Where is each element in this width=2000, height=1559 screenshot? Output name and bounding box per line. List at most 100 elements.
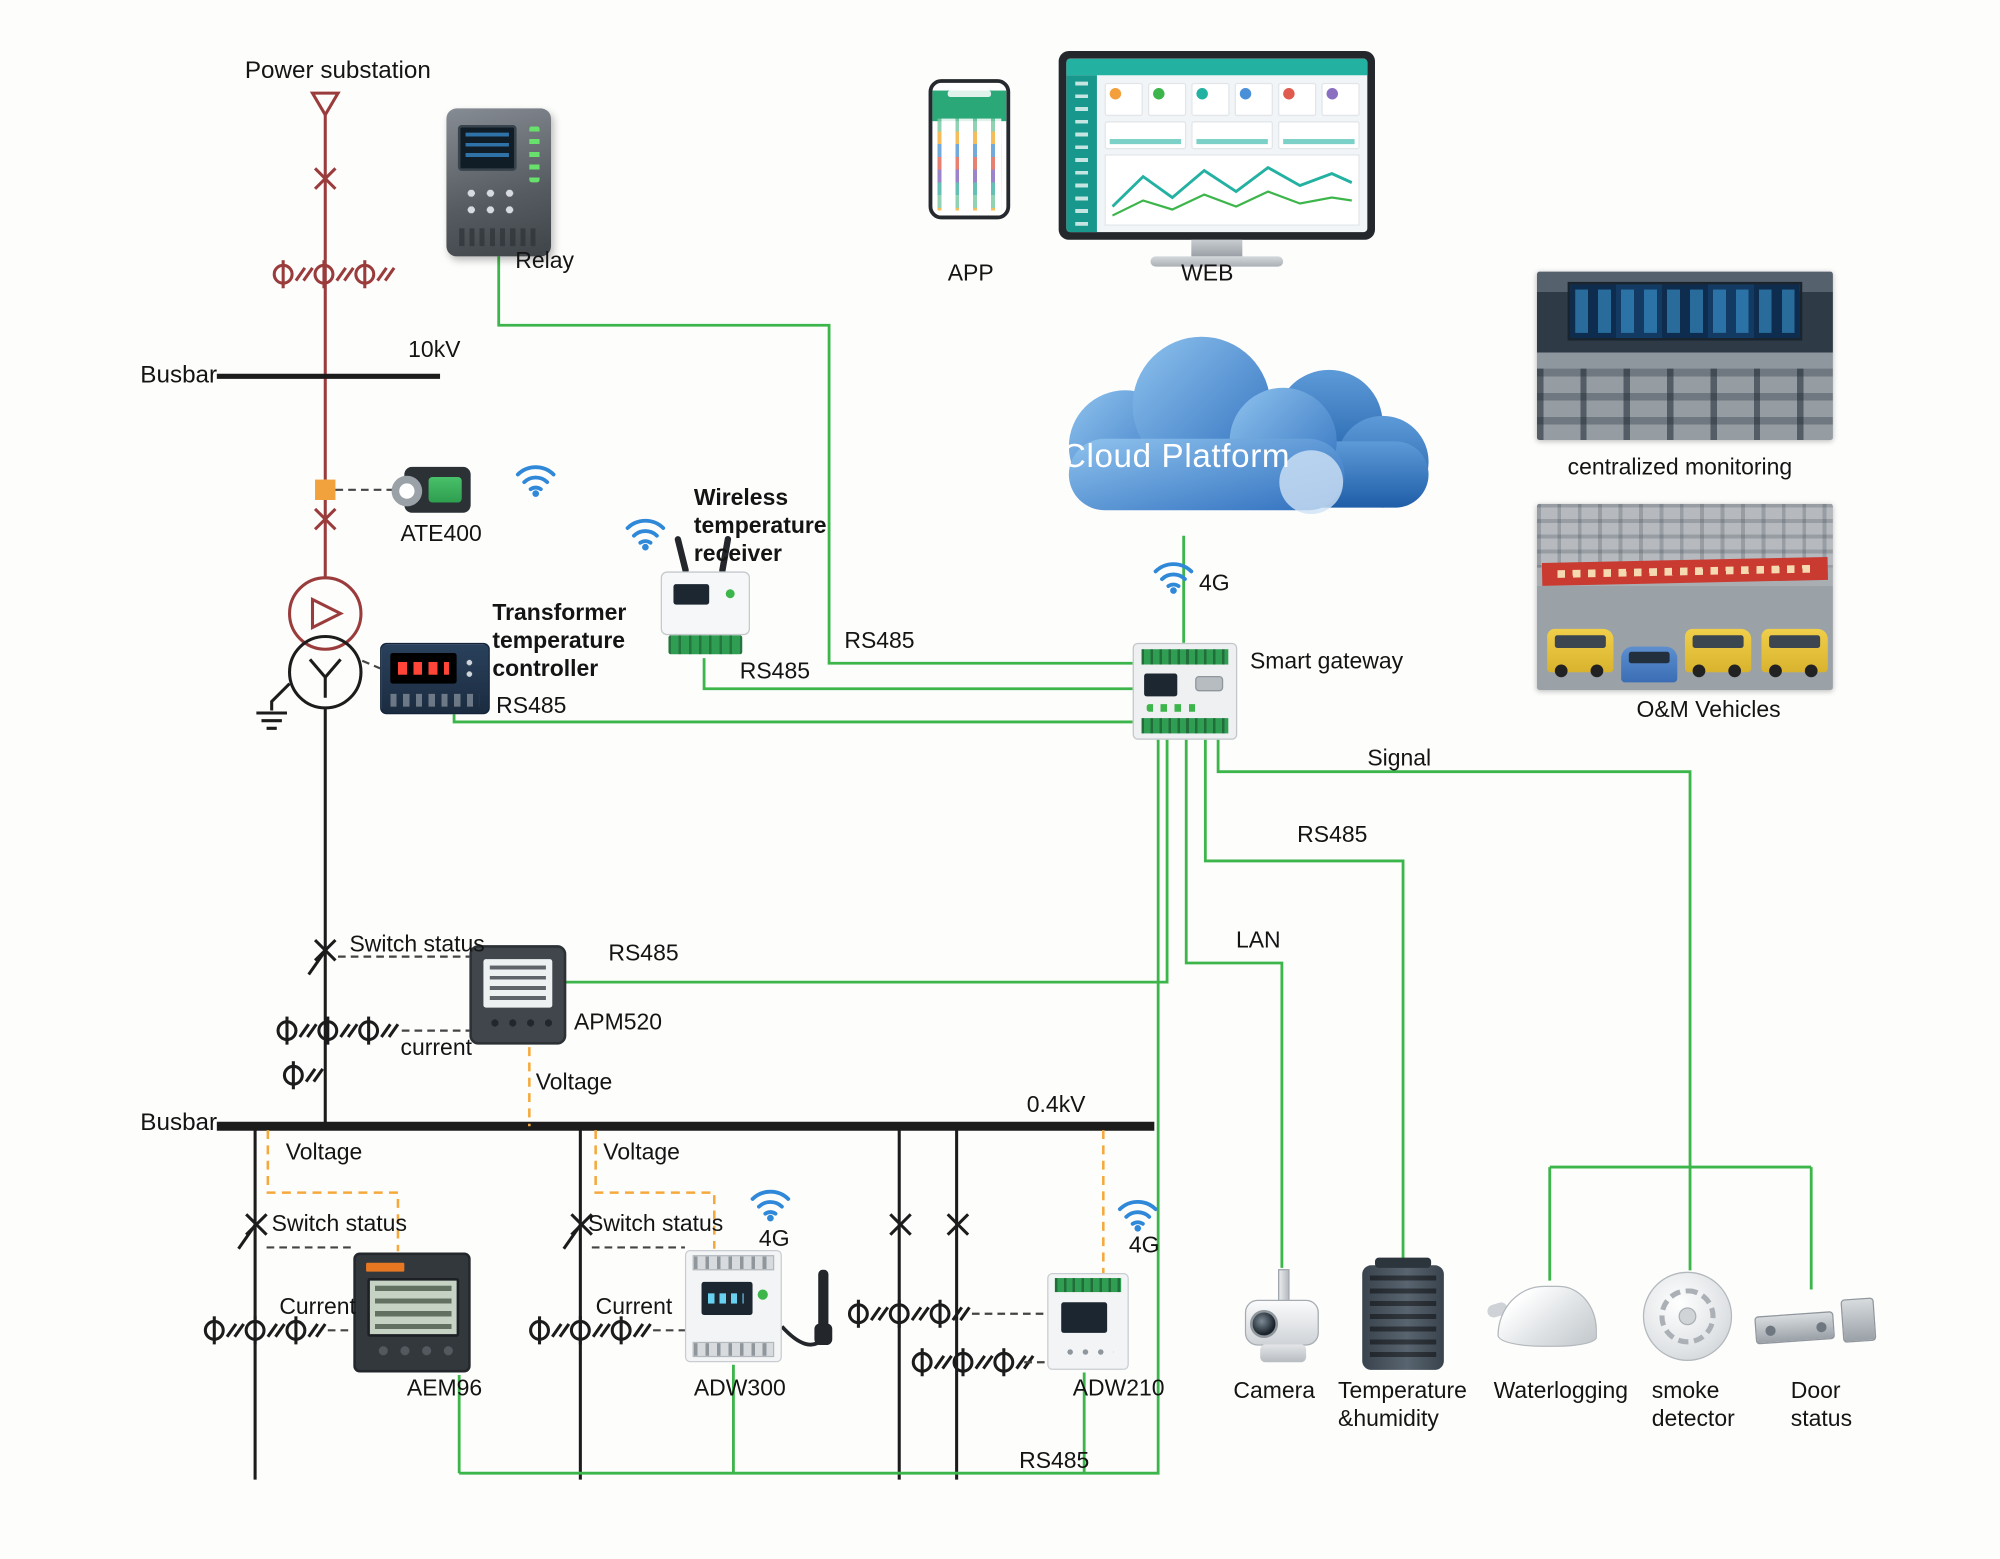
service-van (1684, 628, 1752, 678)
stat-card (1147, 82, 1187, 117)
voltage-f2-label: Voltage (603, 1139, 680, 1165)
ate400-clamp (391, 475, 423, 507)
app-phone-screen (937, 118, 1002, 211)
monitor-screen (1066, 58, 1368, 233)
smoke-detector-device (1642, 1271, 1733, 1361)
camera-base (1260, 1344, 1307, 1363)
waterlogging-device (1485, 1283, 1604, 1357)
wifi-icon-4g-gateway (1153, 562, 1194, 594)
antenna (674, 535, 690, 575)
wifi-icon-adw300 (750, 1189, 791, 1222)
monitor-stand-neck (1191, 239, 1243, 257)
ate400-device (391, 466, 471, 513)
door-sensor-device (1754, 1291, 1877, 1357)
door-status-label: Door status (1790, 1377, 1853, 1432)
stat-card (1191, 82, 1230, 117)
video-wall (1567, 281, 1803, 341)
ate400-label: ATE400 (400, 520, 482, 546)
sensor-louvers (1369, 1275, 1437, 1360)
ate400-tap (315, 479, 336, 500)
current-mid-label: current (400, 1034, 472, 1060)
app-label: APP (947, 260, 994, 286)
centralized-monitoring-label: centralized monitoring (1567, 454, 1793, 480)
adw300-led (757, 1289, 768, 1300)
web-label: WEB (1181, 260, 1234, 286)
app-phone-header (932, 90, 1007, 122)
4g-gateway-label: 4G (1198, 570, 1230, 596)
relay-label: Relay (515, 247, 575, 273)
gateway-leds (1146, 704, 1203, 712)
receiver-terminals (668, 635, 743, 655)
controller-display (390, 653, 457, 684)
aem96-buttons (372, 1341, 460, 1360)
current-f1-label: Current (279, 1293, 356, 1319)
app-phone (928, 79, 1011, 220)
adw300-display (701, 1281, 753, 1316)
web-monitor (1058, 51, 1375, 268)
detector-ring (1659, 1288, 1716, 1345)
relay-device (446, 108, 552, 257)
smart-gateway-label: Smart gateway (1249, 647, 1404, 674)
widget-card (1191, 121, 1273, 150)
dashboard-topbar (1066, 58, 1368, 76)
adw300-terminals-top (692, 1255, 775, 1271)
rs485-apm-label: RS485 (608, 940, 679, 966)
smart-gateway-device (1132, 642, 1238, 740)
controller-label-strip (390, 693, 480, 707)
stat-card (1278, 82, 1317, 117)
aem96-display (367, 1278, 460, 1337)
rs485-controller-label: RS485 (496, 692, 567, 719)
service-van (1547, 628, 1614, 678)
gateway-display (1144, 673, 1178, 697)
stat-card (1321, 82, 1360, 117)
receiver-display (673, 584, 710, 605)
temp-controller-label: Transformer temperature controller (492, 599, 627, 681)
cloud-highlight (1279, 450, 1344, 515)
rs485-receiver-label: RS485 (739, 658, 811, 684)
relay-keypad (461, 184, 523, 219)
voltage-apm-label: Voltage (535, 1068, 613, 1095)
4g-adw300-label: 4G (758, 1225, 790, 1252)
aem96-label: AEM96 (406, 1374, 483, 1401)
sensor-cap (1374, 1257, 1432, 1268)
widget-card (1278, 121, 1360, 150)
camera-device (1237, 1269, 1329, 1371)
monitor-bezel (1058, 51, 1375, 240)
photo-om-vehicles (1536, 503, 1833, 691)
temp-controller-device (380, 642, 490, 715)
voltage-10kv-label: 10kV (408, 336, 461, 363)
adw210-buttons (1062, 1345, 1114, 1359)
waterlogging-label: Waterlogging (1493, 1377, 1629, 1404)
wifi-icon-adw210 (1117, 1199, 1158, 1232)
adw300-device (684, 1249, 782, 1363)
voltage-04kv-label: 0.4kV (1026, 1091, 1086, 1118)
gateway-terminals-bottom (1141, 718, 1229, 734)
dashboard-stat-cards (1104, 82, 1360, 117)
gateway-serial-port (1195, 676, 1224, 692)
monitor-stand-base (1150, 256, 1284, 267)
ate400-display (428, 477, 462, 503)
wireless-receiver-label: Wireless temperature receiver (693, 484, 827, 567)
dashboard-chart (1104, 154, 1360, 226)
dashboard-chart-lines (1111, 165, 1353, 217)
switch-status-f1-label: Switch status (271, 1210, 407, 1236)
door-contact-bar (1754, 1311, 1836, 1345)
temp-humidity-device (1362, 1257, 1444, 1370)
lan-label: LAN (1235, 927, 1281, 953)
om-vehicles-label: O&M Vehicles (1636, 696, 1781, 722)
relay-vent (459, 228, 539, 247)
wifi-icon-receiver (625, 518, 666, 551)
voltage-f1-label: Voltage (285, 1139, 363, 1165)
controller-buttons (459, 656, 480, 680)
switch-status-f2-label: Switch status (588, 1210, 724, 1236)
adw210-terminals (1054, 1278, 1122, 1293)
4g-adw210-label: 4G (1128, 1232, 1160, 1258)
power-substation-label: Power substation (244, 57, 431, 85)
busbar-top-label: Busbar (140, 362, 218, 390)
rs485-bottom-label: RS485 (1019, 1447, 1090, 1474)
cloud-platform-label: Cloud Platform (1061, 436, 1291, 475)
dashboard-widget-row (1104, 121, 1360, 150)
